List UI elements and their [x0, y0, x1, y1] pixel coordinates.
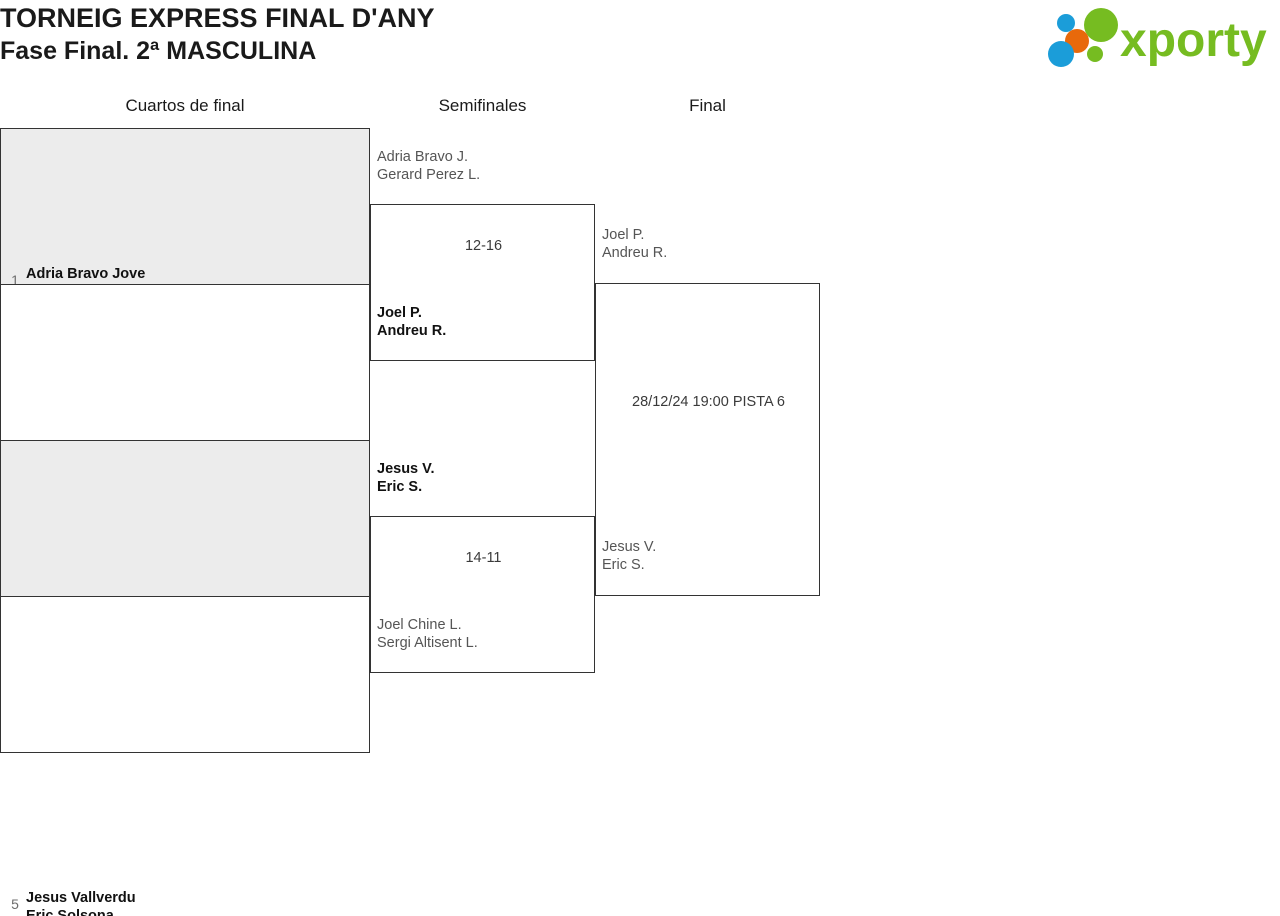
logo-wordmark: xporty	[1120, 14, 1267, 67]
tournament-name: TORNEIG EXPRESS FINAL D'ANY	[0, 3, 435, 33]
match-box-final[interactable]: 28/12/24 19:00 PISTA 6	[595, 283, 820, 596]
match-box-qf1[interactable]: 1 Adria Bravo Jove Gerard Perez Lopez-Te…	[0, 128, 370, 403]
match-box-qf2[interactable]: 3 Artur Hellin Arnau Ribero Juclà 7-11 4…	[0, 284, 370, 715]
match-score: 12-16	[464, 238, 503, 254]
logo-dot-blue-small	[1057, 14, 1075, 32]
match-schedule: 28/12/24 19:00 PISTA 6	[632, 394, 785, 410]
team-name-sf2-bottom: Joel Chine L. Sergi Altisent L.	[377, 617, 478, 651]
logo-dot-blue-large	[1048, 41, 1074, 67]
match-box-qf3[interactable]: 5 Jesus Vallverdu Eric Solsona 11-6 6 Ik…	[0, 440, 370, 916]
tournament-phase: Fase Final. 2ª MASCULINA	[0, 37, 317, 65]
match-score: 14-11	[465, 550, 502, 566]
logo-dot-green-large	[1084, 8, 1118, 42]
xporty-logo[interactable]: xporty	[1044, 6, 1274, 68]
team-name-sf1-bottom: Joel P. Andreu R.	[377, 305, 447, 339]
seed-number: 1	[11, 272, 19, 288]
team-name-sf1-top: Adria Bravo J. Gerard Perez L.	[377, 149, 481, 183]
match-box-sf2[interactable]: 14-11	[370, 516, 595, 673]
team-name-sf2-top: Jesus V. Eric S.	[377, 461, 435, 495]
match-box-qf4[interactable]: 7 Angel Gomez Callén Maria Farran Gabarr…	[0, 596, 370, 753]
page-title: TORNEIG EXPRESS FINAL D'ANY Fase Final. …	[0, 2, 435, 68]
seed-number: 5	[11, 896, 19, 912]
team-name-final-bottom: Jesus V. Eric S.	[602, 539, 657, 573]
team-name: Jesus Vallverdu Eric Solsona	[26, 890, 136, 916]
logo-dot-green-small	[1087, 46, 1103, 62]
match-box-sf1[interactable]: 12-16	[370, 204, 595, 361]
team-name-final-top: Joel P. Andreu R.	[602, 227, 668, 261]
round-header-semifinals: Semifinales	[438, 96, 527, 115]
xporty-logo-svg: xporty	[1048, 8, 1267, 67]
round-header-quarterfinals: Cuartos de final	[125, 96, 245, 115]
round-header-final: Final	[689, 96, 726, 115]
